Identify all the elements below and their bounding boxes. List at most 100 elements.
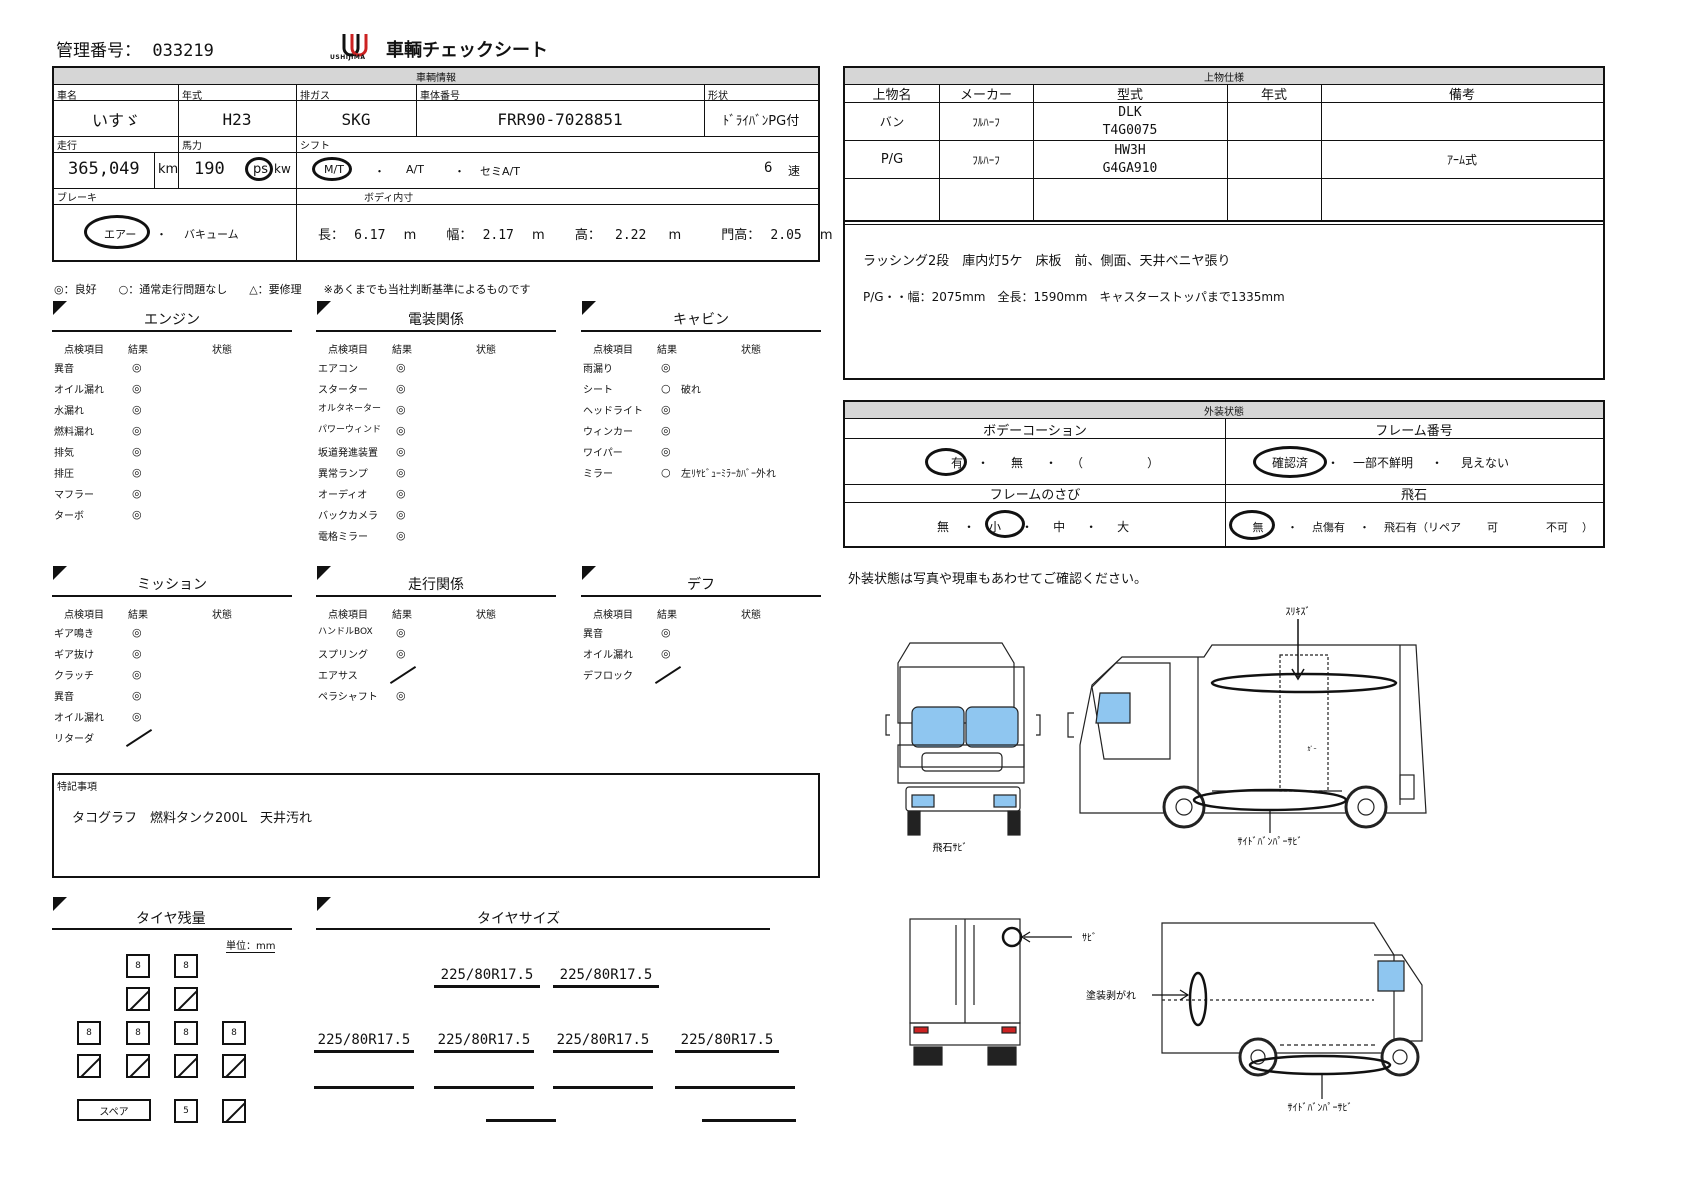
drive-result-0: ◎: [396, 626, 406, 639]
chassis-label: 車体番号: [416, 85, 460, 136]
tire-front-right-inner-na: [174, 987, 198, 1011]
chip-none-circle: [1229, 510, 1275, 540]
truck-front-view: [885, 642, 1041, 836]
special-notes-text: タコグラフ 燃料タンク200L 天井汚れ: [72, 811, 313, 826]
mission-item-0: ギア鳴き: [54, 629, 94, 640]
length-label: 長：: [318, 228, 345, 243]
section-flag-icon: [582, 566, 596, 580]
drive-item-0: ハンドルBOX: [318, 627, 373, 637]
drive-item-1: スプリング: [318, 650, 368, 661]
chip-repair-ok: 可: [1487, 521, 1498, 534]
col-result-header: 結果: [392, 345, 412, 356]
rating-legend: ◎：良好 ○：通常走行問題なし △：要修理 ※あくまでも当社判断基準によるもので…: [54, 283, 531, 296]
cabin-state-1: 破れ: [681, 385, 701, 396]
engine-item-4: 排気: [54, 448, 74, 459]
tire-rear-3: 8: [174, 1021, 198, 1045]
cabin-result-4: ◎: [661, 445, 671, 458]
shift-speeds: 6: [764, 160, 773, 176]
diff-item-0: 異音: [583, 629, 603, 640]
special-notes-label: 特記事項: [57, 782, 97, 793]
sep: ・: [1327, 456, 1340, 470]
logo-text: USHIJIMA: [330, 54, 366, 61]
section-flag-icon: [53, 566, 67, 580]
section-flag-icon: [317, 301, 331, 315]
emission-value: SKG: [341, 109, 371, 129]
exterior-status-table: 外装状態 ボデーコーション フレーム番号 有・無・（） 確認済・一部不鮮明・見え…: [843, 400, 1605, 548]
body-dimensions: 長： 6.17 m 幅： 2.17 m 高： 2.22 m 門高： 2.05 m: [318, 224, 833, 243]
upper-row1-maker: ﾌﾙﾊｰﾌ: [972, 115, 1000, 129]
scratch-label: ｽﾘｷｽﾞ: [1286, 606, 1311, 618]
tire-size-flag-icon: [317, 897, 331, 911]
engine-item-2: 水漏れ: [54, 406, 84, 417]
tire-size-front-1: 225/80R17.5: [434, 960, 540, 988]
shift-sep-2: ・: [454, 165, 465, 178]
side-bumper-label-2: ｻｲﾄﾞﾊﾞﾝﾊﾟｰｻﾋﾞ: [1288, 1102, 1353, 1114]
shift-at: A/T: [406, 163, 424, 176]
stone-chip-label: 飛石: [1400, 488, 1427, 503]
cabin-title: キャビン: [673, 312, 729, 328]
frame-number-label: フレーム番号: [1375, 423, 1453, 439]
sep: ・: [1359, 521, 1370, 534]
management-value: 033219: [152, 41, 214, 61]
height-label: 高：: [574, 228, 601, 243]
management-number: 管理番号： 033219: [56, 36, 214, 61]
cabin-result-1: ○: [661, 382, 671, 395]
col-item-header: 点検項目: [328, 345, 368, 356]
engine-result-2: ◎: [132, 403, 142, 416]
drive-item-3: ペラシャフト: [318, 692, 378, 703]
length-value: 6.17: [354, 228, 386, 243]
paren-close: ）: [1582, 521, 1593, 534]
electric-item-7: バックカメラ: [318, 511, 378, 522]
diff-title: デフ: [687, 577, 715, 593]
col-item-header: 点検項目: [64, 610, 104, 621]
col-item-header: 点検項目: [593, 345, 633, 356]
upper-note-2: P/G・・幅：2075mm 全長：1590mm キャスターストッパまで1335m…: [863, 290, 1285, 304]
brake-vacuum: バキューム: [184, 228, 239, 241]
truck-rear-view: [909, 918, 1021, 1066]
mission-item-2: クラッチ: [54, 671, 94, 682]
col-result-header: 結果: [128, 345, 148, 356]
length-unit: m: [403, 228, 417, 243]
logo-icon: [342, 34, 368, 57]
spare-value: 5: [174, 1099, 198, 1123]
rust-none: 無: [937, 520, 950, 534]
mission-result-3: ◎: [132, 689, 142, 702]
electric-item-3: パワーウィンド: [318, 425, 382, 435]
cabin-item-2: ヘッドライト: [583, 406, 643, 417]
drive-na-mark-2: [389, 665, 417, 685]
mission-item-4: オイル漏れ: [54, 713, 104, 724]
chip-scratch: 点傷有: [1312, 521, 1345, 534]
sep: ・: [963, 520, 976, 534]
electric-result-1: ◎: [396, 382, 406, 395]
electric-result-7: ◎: [396, 508, 406, 521]
frame-not-visible: 見えない: [1461, 456, 1510, 470]
door-height-label: 門高：: [721, 228, 761, 243]
cabin-item-1: シート: [583, 385, 613, 396]
rust-large: 大: [1117, 520, 1130, 534]
drive-result-1: ◎: [396, 647, 406, 660]
engine-result-3: ◎: [132, 424, 142, 437]
brake-sep: ・: [156, 228, 167, 241]
upper-row2-name: P/G: [880, 152, 904, 167]
tire-rear-4b-na: [222, 1054, 246, 1078]
col-item-header: 点検項目: [64, 345, 104, 356]
engine-item-3: 燃料漏れ: [54, 427, 94, 438]
frame-rust-options: 無・小・中・大: [937, 518, 1129, 535]
upper-col-model: 型式: [1116, 88, 1143, 103]
maker-value: いすゞ: [91, 111, 140, 130]
height-value: 2.22: [615, 228, 647, 243]
col-item-header: 点検項目: [593, 610, 633, 621]
electric-item-6: オーディオ: [318, 490, 368, 501]
tire-size-title: タイヤサイズ: [477, 911, 561, 927]
sep: ・: [1085, 520, 1098, 534]
management-label: 管理番号：: [56, 41, 141, 61]
mission-item-1: ギア抜け: [54, 650, 94, 661]
truck-right-view: [1067, 644, 1427, 829]
col-state-header: 状態: [476, 610, 496, 621]
mission-title: ミッション: [137, 577, 207, 593]
engine-result-1: ◎: [132, 382, 142, 395]
electric-result-3: ◎: [396, 424, 406, 437]
mission-result-2: ◎: [132, 668, 142, 681]
upper-col-notes: 備考: [1448, 88, 1475, 103]
cabin-state-5: 左ﾘﾔﾋﾞｭｰﾐﾗｰｶﾊﾞｰ外れ: [681, 469, 776, 480]
